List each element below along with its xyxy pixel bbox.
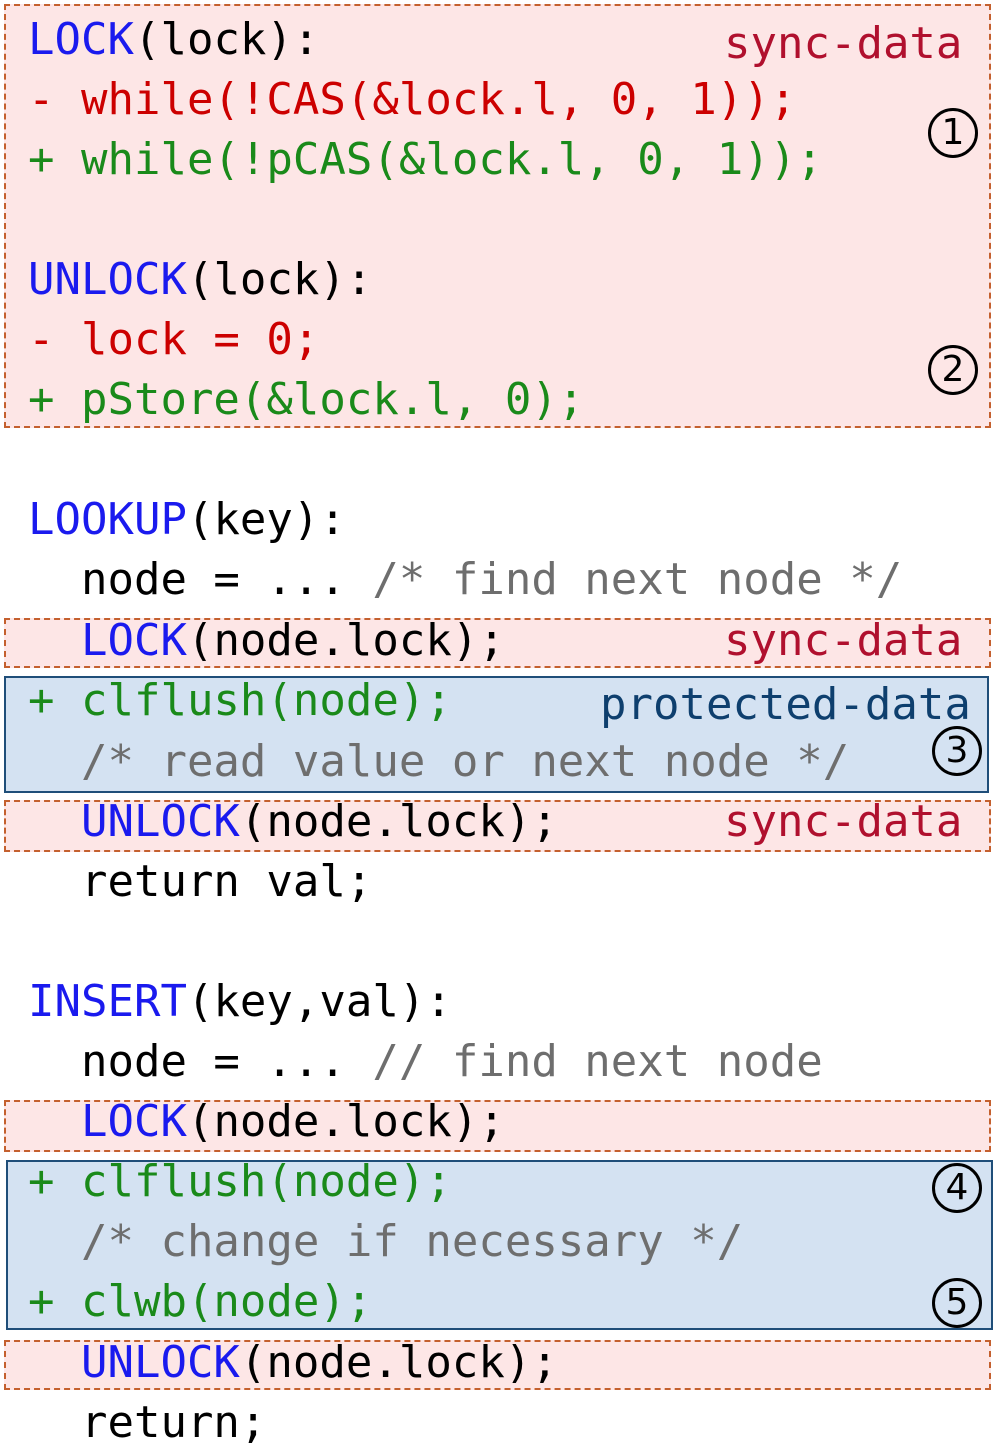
insert-lock-keyword: LOCK — [80, 1096, 187, 1147]
lock-removed-line: - while(!CAS(&lock.l, 0, 1)); — [28, 74, 797, 125]
protected-data-label: protected-data — [600, 679, 971, 730]
lookup-keyword: LOOKUP — [28, 494, 187, 545]
insert-unlock-keyword: UNLOCK — [80, 1337, 240, 1388]
insert-keyword: INSERT — [28, 976, 187, 1027]
sync-data-region-lookup-unlock — [4, 800, 991, 852]
insert-params: (key,val): — [186, 976, 452, 1027]
insert-function-header: INSERT(key,val): — [28, 972, 452, 1032]
lock-added-line: + while(!pCAS(&lock.l, 0, 1)); — [28, 134, 823, 185]
insert-return-line: return; — [28, 1397, 267, 1448]
insert-find-comment: // find next node — [372, 1036, 823, 1087]
step-marker-3: 3 — [932, 726, 982, 776]
protected-data-region-insert — [6, 1160, 993, 1330]
protected-data-region-lookup — [4, 676, 989, 793]
lookup-params: (key): — [186, 494, 346, 545]
sync-data-region-lookup-lock — [4, 618, 991, 668]
lookup-unlock-keyword: UNLOCK — [80, 796, 240, 847]
insert-find-code: node = ... — [28, 1036, 373, 1087]
step-marker-4: 4 — [932, 1163, 982, 1213]
lookup-return-line: return val; — [28, 856, 373, 907]
unlock-function-header: UNLOCK(lock): — [28, 250, 372, 310]
lookup-find-code: node = ... — [28, 554, 373, 605]
insert-unlock-line: UNLOCK(node.lock); — [28, 1333, 558, 1393]
lookup-function-header: LOOKUP(key): — [28, 490, 346, 550]
lookup-unlock-line: UNLOCK(node.lock); — [28, 792, 558, 852]
lock-keyword: LOCK — [28, 14, 134, 65]
lookup-read-comment-text: /* read value or next node */ — [80, 736, 850, 787]
sync-data-region-insert-lock — [4, 1100, 991, 1152]
insert-lock-line: LOCK(node.lock); — [28, 1092, 505, 1152]
sync-data-label: sync-data — [724, 796, 963, 847]
sync-data-label: sync-data — [724, 18, 963, 69]
insert-clwb-line: + clwb(node); — [28, 1276, 373, 1327]
sync-data-region-insert-unlock — [4, 1340, 991, 1390]
lock-function-header: LOCK(lock): — [28, 10, 319, 70]
unlock-added-line: + pStore(&lock.l, 0); — [28, 374, 585, 425]
step-marker-2: 2 — [928, 345, 978, 395]
sync-data-region-lock-unlock — [4, 4, 991, 428]
lookup-read-comment: /* read value or next node */ — [28, 732, 849, 792]
step-marker-1: 1 — [928, 108, 978, 158]
unlock-removed-line: - lock = 0; — [28, 314, 320, 365]
unlock-keyword: UNLOCK — [28, 254, 187, 305]
insert-change-comment: /* change if necessary */ — [28, 1212, 743, 1272]
insert-unlock-args: (node.lock); — [239, 1337, 558, 1388]
lookup-lock-keyword: LOCK — [80, 615, 187, 666]
step-marker-5: 5 — [932, 1278, 982, 1328]
insert-clflush-line: + clflush(node); — [28, 1156, 452, 1207]
unlock-params: (lock): — [186, 254, 373, 305]
lookup-clflush-line: + clflush(node); — [28, 675, 452, 726]
lookup-find-line: node = ... /* find next node */ — [28, 550, 902, 610]
lookup-unlock-args: (node.lock); — [239, 796, 558, 847]
lookup-find-comment: /* find next node */ — [372, 554, 903, 605]
insert-find-line: node = ... // find next node — [28, 1032, 823, 1092]
insert-change-comment-text: /* change if necessary */ — [80, 1216, 744, 1267]
lock-params: (lock): — [133, 14, 320, 65]
lookup-lock-args: (node.lock); — [186, 615, 505, 666]
insert-lock-args: (node.lock); — [186, 1096, 505, 1147]
sync-data-label: sync-data — [724, 615, 963, 666]
lookup-lock-line: LOCK(node.lock); — [28, 611, 505, 671]
